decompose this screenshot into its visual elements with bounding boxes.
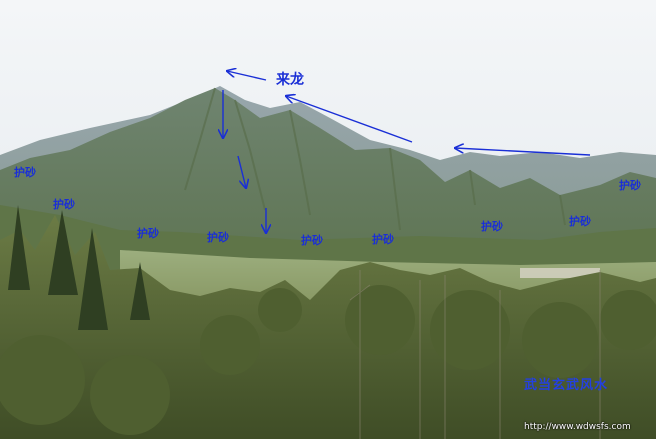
arrow-down-2 [237, 155, 246, 188]
label-sand: 护砂 [53, 198, 75, 211]
bare-tree-branches [349, 270, 601, 439]
label-sand: 护砂 [137, 227, 159, 240]
url-watermark: http://www.wdwsfs.com [524, 422, 631, 432]
mountain-ridges [184, 87, 566, 231]
label-sand: 护砂 [569, 215, 591, 228]
label-sand: 护砂 [301, 234, 323, 247]
label-sand: 护砂 [372, 233, 394, 246]
conifer-trees [8, 205, 150, 330]
arrow-to-peak [227, 71, 267, 81]
main-mountain [0, 88, 656, 270]
arrow-ridge-long [286, 96, 413, 143]
arrow-right-range [455, 148, 591, 156]
brand-watermark: 武当玄武风水 [524, 378, 609, 393]
broadleaf-trees [0, 285, 656, 435]
label-sand: 护砂 [481, 220, 503, 233]
label-sand: 护砂 [619, 179, 641, 192]
label-sand: 护砂 [207, 231, 229, 244]
label-sand: 护砂 [14, 166, 36, 179]
village-houses [520, 268, 600, 278]
label-main-dragon: 来龙 [276, 72, 304, 88]
